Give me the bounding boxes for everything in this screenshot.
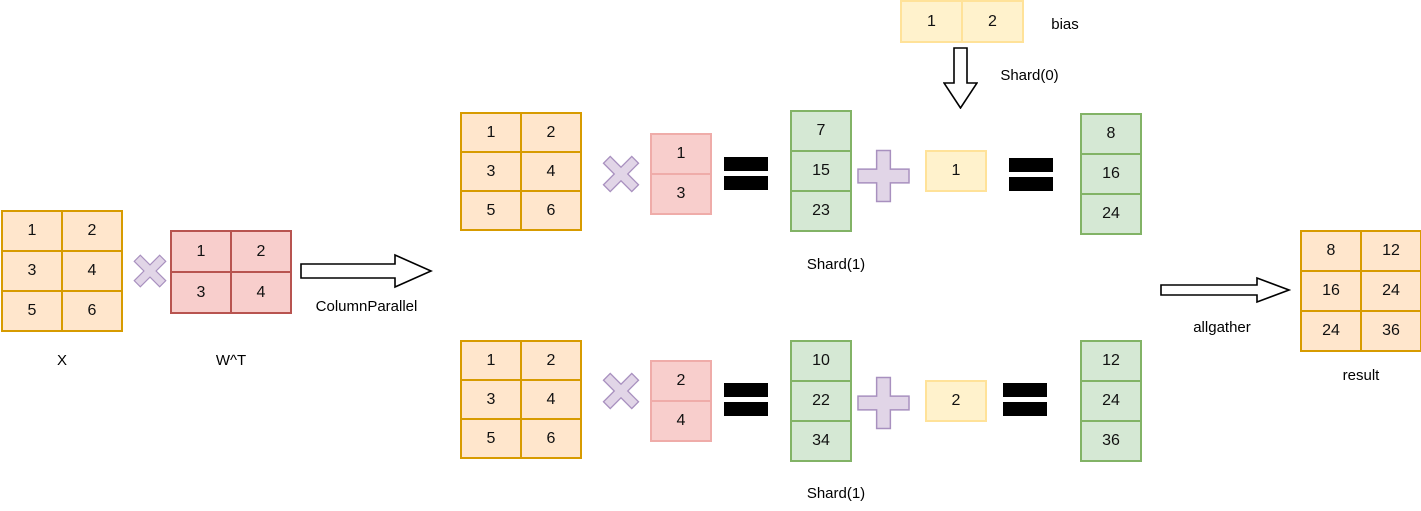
matrix-cell: 6	[522, 192, 582, 231]
multiply-icon-bottom	[602, 372, 640, 410]
matrix-cell: 10	[792, 342, 852, 382]
matrix-cell: 1	[462, 342, 522, 381]
matrix-cell: 8	[1302, 232, 1362, 272]
matrix-cell: 3	[462, 153, 522, 192]
allgather-arrow-icon	[1160, 276, 1291, 304]
matrix-x-label: X	[56, 352, 67, 369]
shard1-bottom-label: Shard(1)	[806, 485, 866, 502]
matrix-cell: 24	[1082, 195, 1142, 235]
multiply-icon-left	[133, 254, 167, 288]
matrix-cell: 7	[792, 112, 852, 152]
equals-icon-bottom-2	[1003, 383, 1047, 416]
equals-icon-top-2	[1009, 158, 1053, 191]
matrix-cell: 2	[522, 342, 582, 381]
bias-label: bias	[1051, 16, 1079, 33]
equals-icon-bottom-1	[724, 383, 768, 416]
matrix-cell: 24	[1302, 312, 1362, 352]
equals-icon-top-1	[724, 157, 768, 190]
column-parallel-arrow-icon	[300, 253, 433, 289]
cell-bias-shard-bottom: 2	[925, 380, 987, 422]
matrix-cell: 4	[652, 402, 712, 442]
matrix-cell: 12	[1362, 232, 1421, 272]
matrix-cell: 3	[462, 381, 522, 420]
matrix-cell: 36	[1362, 312, 1421, 352]
matrix-cell: 1	[3, 212, 63, 252]
column-parallel-label: ColumnParallel	[315, 298, 418, 315]
matrix-cell: 3	[652, 175, 712, 215]
matrix-cell: 1	[927, 152, 987, 192]
matrix-wt-label: W^T	[215, 352, 247, 369]
matrix-cell: 36	[1082, 422, 1142, 462]
matrix-cell: 4	[522, 381, 582, 420]
multiply-icon-top	[602, 155, 640, 193]
matrix-cell: 23	[792, 192, 852, 232]
matrix-cell: 34	[792, 422, 852, 462]
matrix-cell: 1	[462, 114, 522, 153]
matrix-cell: 24	[1362, 272, 1421, 312]
allgather-label: allgather	[1193, 319, 1251, 336]
plus-icon-bottom	[857, 376, 910, 430]
matrix-cell: 24	[1082, 382, 1142, 422]
matrix-cell: 5	[462, 420, 522, 459]
matrix-cell: 2	[652, 362, 712, 402]
matrix-cell: 6	[522, 420, 582, 459]
cell-bias-shard-top: 1	[925, 150, 987, 192]
matrix-cell: 16	[1302, 272, 1362, 312]
matrix-cell: 5	[462, 192, 522, 231]
matrix-cell: 6	[63, 292, 123, 332]
matrix-cell: 5	[3, 292, 63, 332]
shard1-top-label: Shard(1)	[806, 256, 866, 273]
shard-down-arrow-icon	[943, 47, 978, 109]
matrix-cell: 1	[902, 2, 963, 43]
matrix-cell: 22	[792, 382, 852, 422]
matrix-cell: 2	[63, 212, 123, 252]
matrix-cell: 12	[1082, 342, 1142, 382]
matrix-cell: 4	[232, 273, 292, 314]
matrix-cell: 4	[522, 153, 582, 192]
matrix-cell: 3	[3, 252, 63, 292]
matrix-cell: 8	[1082, 115, 1142, 155]
result-label: result	[1342, 367, 1380, 384]
plus-icon-top	[857, 149, 910, 203]
matrix-cell: 1	[652, 135, 712, 175]
matrix-cell: 2	[963, 2, 1024, 43]
matrix-cell: 2	[522, 114, 582, 153]
matrix-cell: 15	[792, 152, 852, 192]
matrix-cell: 4	[63, 252, 123, 292]
matrix-cell: 1	[172, 232, 232, 273]
matrix-cell: 16	[1082, 155, 1142, 195]
matrix-cell: 2	[927, 382, 987, 422]
matrix-cell: 2	[232, 232, 292, 273]
matrix-cell: 3	[172, 273, 232, 314]
shard0-label: Shard(0)	[1000, 67, 1059, 84]
